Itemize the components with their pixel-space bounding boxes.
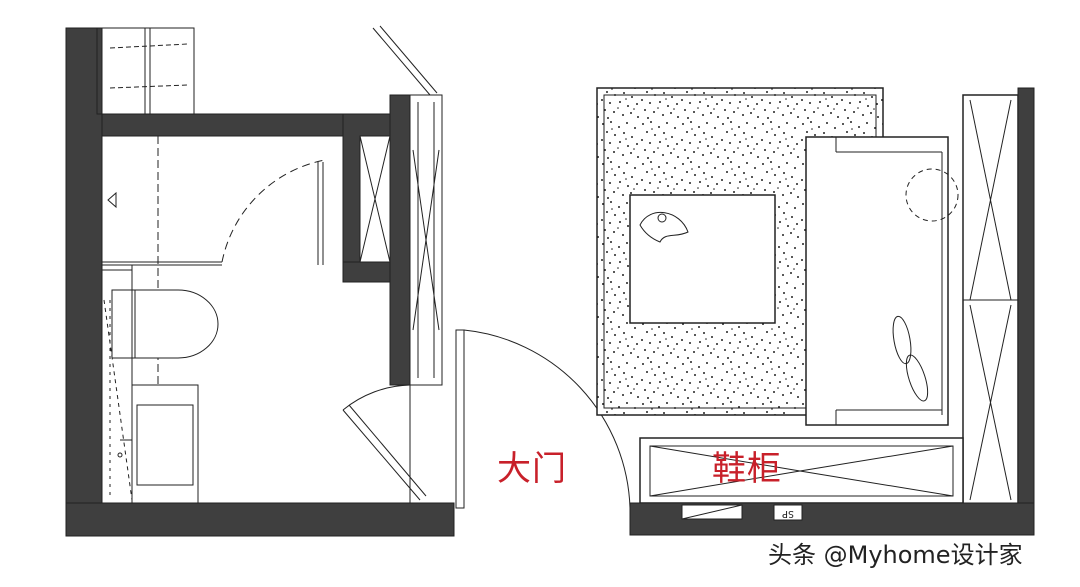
bathroom-door	[342, 384, 427, 503]
socket-mark-label: SP	[781, 508, 795, 519]
toilet	[102, 265, 219, 386]
entry-mat	[629, 194, 776, 324]
bathroom-window	[96, 27, 195, 115]
wall-outlets	[681, 504, 803, 521]
entrance-door-label: 大门	[497, 449, 567, 489]
angled-window	[372, 25, 443, 386]
source-watermark: 头条 @Myhome设计家	[768, 541, 1023, 569]
shoe-cabinet	[639, 437, 964, 504]
right-wall	[1017, 87, 1035, 536]
entrance-door	[453, 329, 631, 536]
vanity-sink	[103, 299, 199, 504]
wall-niche	[359, 135, 391, 263]
entry-bench	[805, 136, 959, 426]
tall-wardrobe	[962, 94, 1019, 506]
shoe-cabinet-label: 鞋柜	[712, 449, 782, 489]
